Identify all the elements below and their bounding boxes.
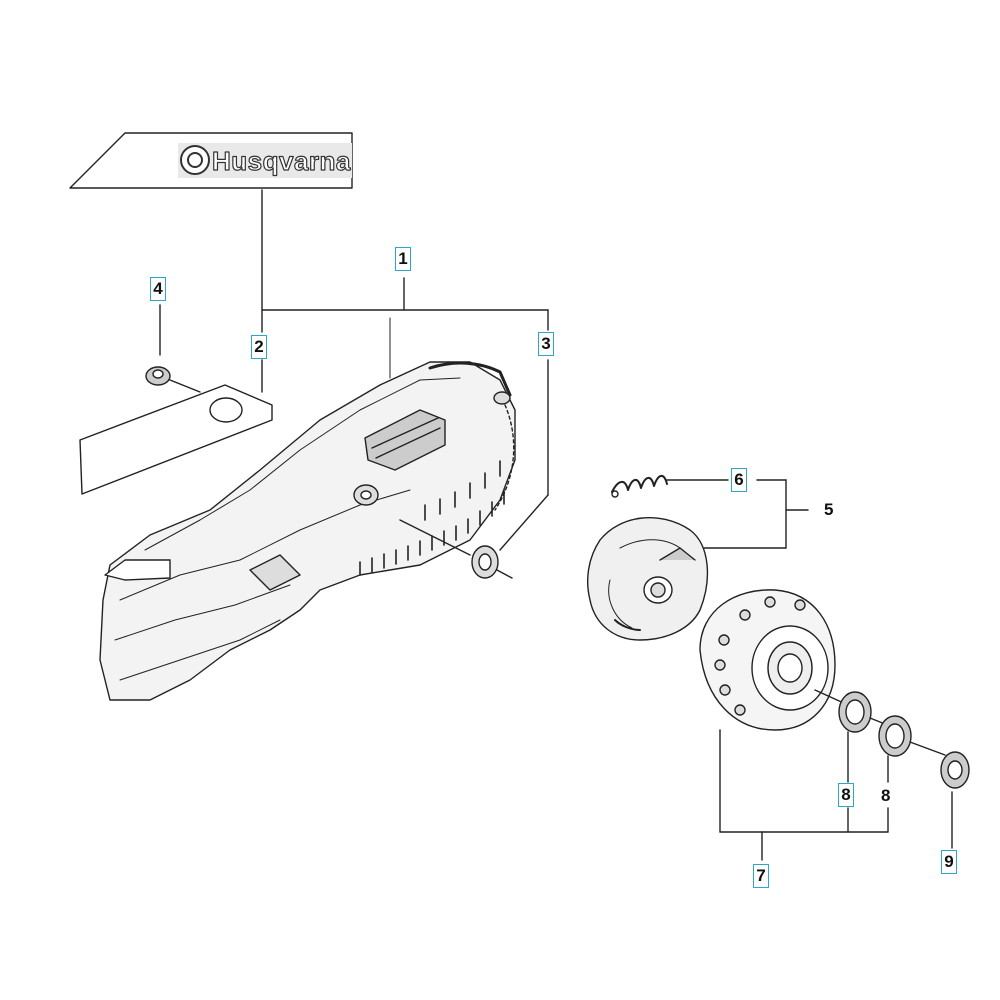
callout-3[interactable]: 3 [538, 332, 554, 356]
callout-8-plain: 8 [881, 786, 891, 805]
callout-5: 5 [824, 500, 834, 519]
callout-8-boxed[interactable]: 8 [838, 783, 854, 807]
leader-lines-group-5 [689, 479, 809, 549]
washer-9-part [940, 751, 970, 849]
bearing-parts [838, 691, 946, 783]
callout-1[interactable]: 1 [395, 247, 411, 271]
leader-lines-group-7 [719, 729, 889, 861]
washer-part [399, 359, 549, 579]
decal-logo-text: Husqvarna [212, 146, 351, 176]
clutch-shoes-part [587, 517, 709, 641]
nut-part [145, 304, 201, 393]
callout-2[interactable]: 2 [251, 335, 267, 359]
decal-part [69, 132, 353, 189]
spring-part [611, 475, 729, 498]
callout-7[interactable]: 7 [753, 864, 769, 888]
callout-6[interactable]: 6 [731, 468, 747, 492]
callout-4[interactable]: 4 [150, 277, 166, 301]
clutch-drum-part [699, 589, 849, 731]
leader-lines-group-1 [261, 189, 549, 393]
callout-9[interactable]: 9 [941, 850, 957, 874]
clutch-cover-part [99, 361, 516, 701]
guard-plate-part [79, 384, 273, 495]
